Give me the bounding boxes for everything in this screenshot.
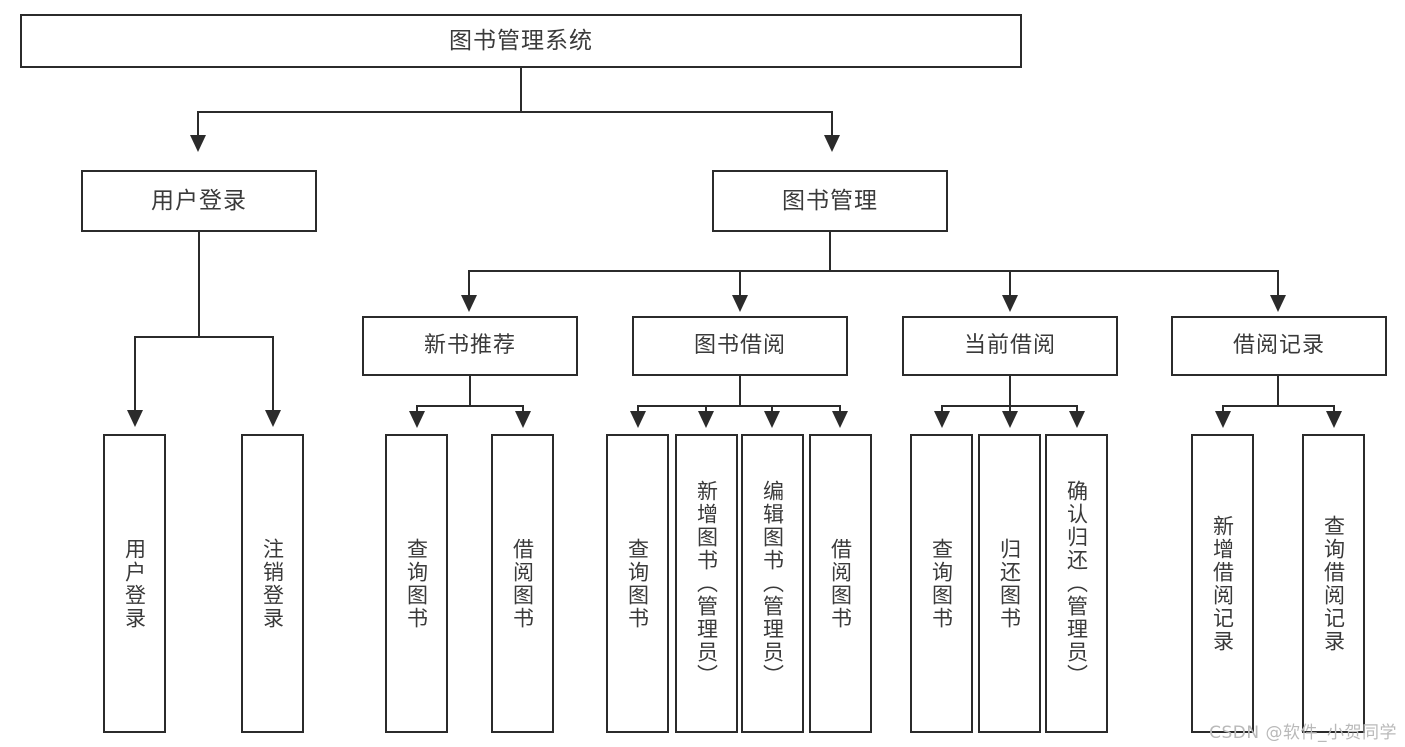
leaf-label: 用户登录 xyxy=(122,537,147,630)
leaf-label: 查询借阅记录 xyxy=(1321,514,1346,653)
arrow-to-leaf-query-book-3 xyxy=(934,411,950,428)
watermark-csdn: CSDN @软件_小贺同学 xyxy=(1209,723,1397,743)
arrow-to-current-borrow xyxy=(1002,295,1018,312)
connector-book-borrow-branch-3 xyxy=(771,405,773,413)
node-label: 图书管理 xyxy=(782,187,878,214)
connector-book-manage-branch-1 xyxy=(468,270,470,297)
leaf-label: 查询图书 xyxy=(625,537,650,630)
leaf-label: 确认归还（管理员） xyxy=(1064,480,1089,687)
connector-root-stem xyxy=(520,68,522,111)
connector-current-borrow-branch-2 xyxy=(1009,405,1011,413)
node-label: 图书管理系统 xyxy=(449,27,593,54)
connector-borrow-record-branch-2 xyxy=(1333,405,1335,413)
leaf-return-book[interactable]: 归还图书 xyxy=(978,434,1041,733)
arrow-to-leaf-return-book xyxy=(1002,411,1018,428)
connector-root-to-book-manage xyxy=(831,111,833,137)
arrow-to-book-manage xyxy=(824,135,840,152)
arrow-to-leaf-query-book-2 xyxy=(630,411,646,428)
connector-new-book-rec-stem xyxy=(469,376,471,406)
arrow-to-leaf-user-login xyxy=(127,410,143,427)
leaf-add-record[interactable]: 新增借阅记录 xyxy=(1191,434,1254,733)
leaf-query-book-3[interactable]: 查询图书 xyxy=(910,434,973,733)
leaf-label: 查询图书 xyxy=(404,537,429,630)
connector-root-to-user-login xyxy=(197,111,199,137)
connector-new-book-rec-branch-1 xyxy=(416,405,418,413)
leaf-user-login[interactable]: 用户登录 xyxy=(103,434,166,733)
arrow-to-leaf-query-record xyxy=(1326,411,1342,428)
leaf-label: 新增借阅记录 xyxy=(1210,514,1235,653)
connector-book-manage-branch-4 xyxy=(1277,270,1279,297)
leaf-query-book-1[interactable]: 查询图书 xyxy=(385,434,448,733)
leaf-user-logout[interactable]: 注销登录 xyxy=(241,434,304,733)
connector-book-borrow-branch-4 xyxy=(839,405,841,413)
leaf-add-book[interactable]: 新增图书（管理员） xyxy=(675,434,738,733)
node-book-manage[interactable]: 图书管理 xyxy=(712,170,948,232)
arrow-to-leaf-borrow-book-1 xyxy=(515,411,531,428)
arrow-to-user-login xyxy=(190,135,206,152)
leaf-query-record[interactable]: 查询借阅记录 xyxy=(1302,434,1365,733)
connector-borrow-record-bus xyxy=(1222,405,1335,407)
leaf-label: 新增图书（管理员） xyxy=(694,480,719,687)
connector-book-borrow-stem xyxy=(739,376,741,406)
node-current-borrow[interactable]: 当前借阅 xyxy=(902,316,1118,376)
connector-book-borrow-branch-1 xyxy=(637,405,639,413)
node-book-borrow[interactable]: 图书借阅 xyxy=(632,316,848,376)
arrow-to-leaf-add-book xyxy=(698,411,714,428)
arrow-to-leaf-edit-book xyxy=(764,411,780,428)
connector-root-bus xyxy=(197,111,833,113)
node-label: 图书借阅 xyxy=(693,333,786,359)
node-new-book-recommend[interactable]: 新书推荐 xyxy=(362,316,578,376)
connector-current-borrow-branch-1 xyxy=(941,405,943,413)
arrow-to-leaf-user-logout xyxy=(265,410,281,427)
node-label: 借阅记录 xyxy=(1232,333,1325,359)
leaf-label: 借阅图书 xyxy=(510,537,535,630)
connector-book-manage-bus xyxy=(468,270,1279,272)
leaf-edit-book[interactable]: 编辑图书（管理员） xyxy=(741,434,804,733)
connector-book-manage-branch-3 xyxy=(1009,270,1011,297)
node-root-book-management-system[interactable]: 图书管理系统 xyxy=(20,14,1022,68)
connector-book-borrow-bus xyxy=(637,405,841,407)
leaf-label: 归还图书 xyxy=(997,537,1022,630)
leaf-label: 借阅图书 xyxy=(828,537,853,630)
arrow-to-leaf-query-book-1 xyxy=(409,411,425,428)
connector-user-login-branch-2 xyxy=(272,336,274,412)
arrow-to-new-book-rec xyxy=(461,295,477,312)
leaf-label: 查询图书 xyxy=(929,537,954,630)
node-label: 用户登录 xyxy=(151,187,247,214)
connector-user-login-bus xyxy=(134,336,274,338)
connector-book-borrow-branch-2 xyxy=(705,405,707,413)
connector-book-manage-stem xyxy=(829,232,831,271)
arrow-to-borrow-record xyxy=(1270,295,1286,312)
connector-borrow-record-branch-1 xyxy=(1222,405,1224,413)
node-user-login[interactable]: 用户登录 xyxy=(81,170,317,232)
connector-user-login-branch-1 xyxy=(134,336,136,412)
arrow-to-leaf-borrow-book-2 xyxy=(832,411,848,428)
leaf-confirm-return[interactable]: 确认归还（管理员） xyxy=(1045,434,1108,733)
arrow-to-book-borrow xyxy=(732,295,748,312)
leaf-label: 编辑图书（管理员） xyxy=(760,480,785,687)
connector-new-book-rec-bus xyxy=(416,405,524,407)
leaf-borrow-book-2[interactable]: 借阅图书 xyxy=(809,434,872,733)
leaf-query-book-2[interactable]: 查询图书 xyxy=(606,434,669,733)
connector-current-borrow-stem xyxy=(1009,376,1011,406)
node-borrow-record[interactable]: 借阅记录 xyxy=(1171,316,1387,376)
leaf-label: 注销登录 xyxy=(260,537,285,630)
leaf-borrow-book-1[interactable]: 借阅图书 xyxy=(491,434,554,733)
connector-new-book-rec-branch-2 xyxy=(522,405,524,413)
arrow-to-leaf-confirm-return xyxy=(1069,411,1085,428)
connector-book-manage-branch-2 xyxy=(739,270,741,297)
arrow-to-leaf-add-record xyxy=(1215,411,1231,428)
connector-user-login-stem xyxy=(198,232,200,337)
connector-current-borrow-branch-3 xyxy=(1076,405,1078,413)
node-label: 当前借阅 xyxy=(963,333,1056,359)
connector-borrow-record-stem xyxy=(1277,376,1279,406)
node-label: 新书推荐 xyxy=(423,333,516,359)
